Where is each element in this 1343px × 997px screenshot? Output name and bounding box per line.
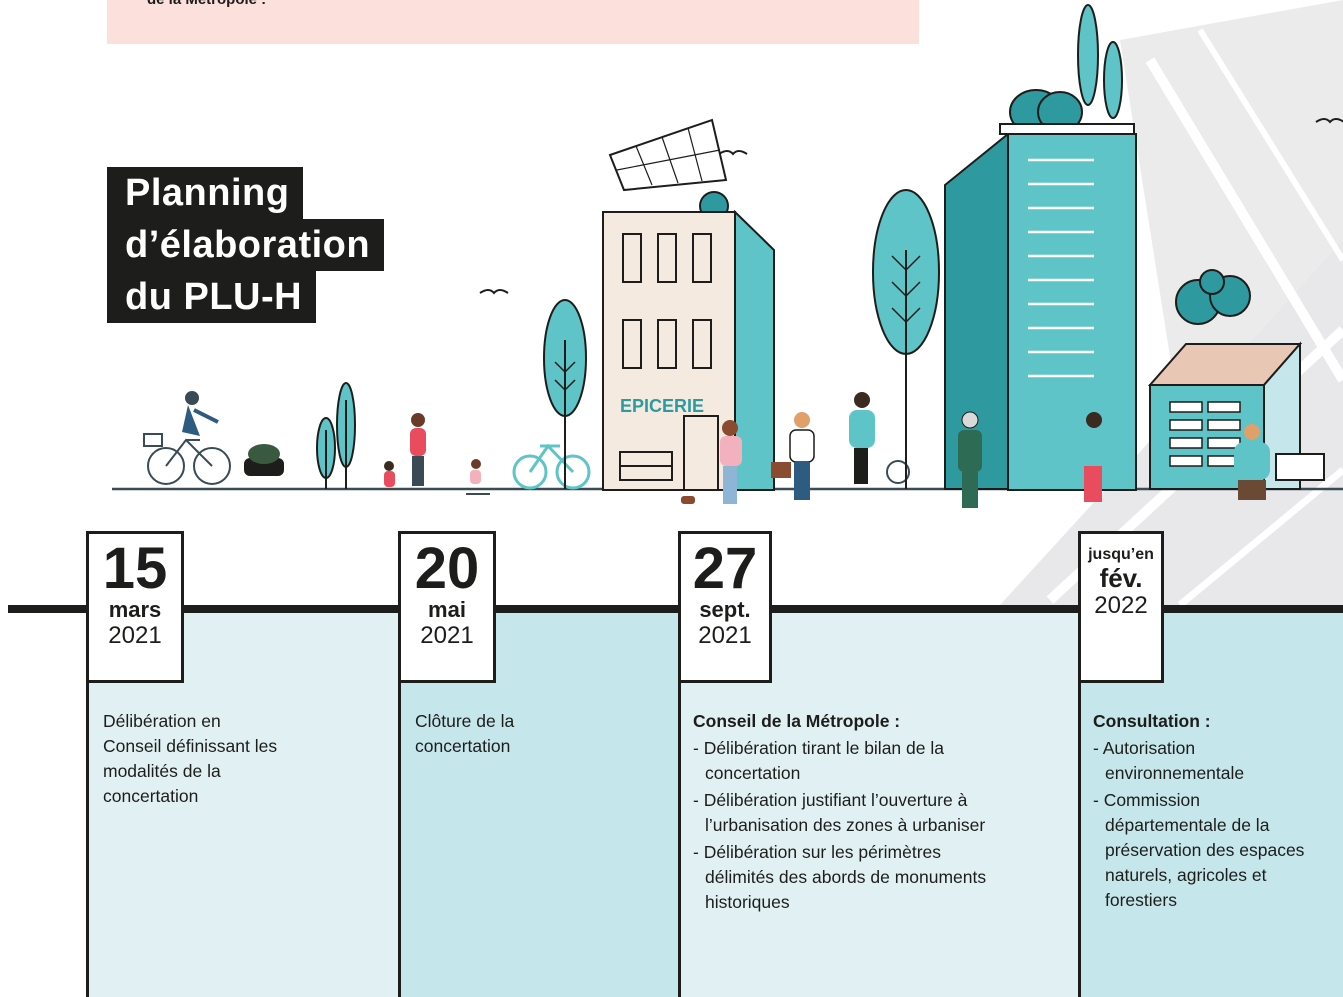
bird-icon — [718, 150, 748, 156]
date-box-3: 27 sept. 2021 — [678, 531, 772, 683]
event-bullet: - Commission départementale de la préser… — [1093, 790, 1305, 910]
event-heading: Conseil de la Métropole : — [693, 711, 901, 731]
cyclist-icon — [143, 391, 284, 485]
page-title-line-1: Planning — [107, 167, 304, 219]
event-heading: Consultation : — [1093, 711, 1211, 731]
intro-text: de la Métropole : — [147, 0, 266, 8]
city-illustration: EPICERIE — [112, 0, 1343, 605]
date-year: 2021 — [108, 622, 162, 649]
event-description-3: Conseil de la Métropole : - Délibération… — [693, 709, 993, 915]
grocery-building: EPICERIE — [602, 118, 775, 491]
date-year: 2021 — [420, 622, 474, 649]
tree-icon — [316, 382, 356, 489]
date-box-4: jusqu’en fév. 2022 — [1078, 531, 1164, 683]
event-description-2: Clôture de la concertation — [415, 711, 515, 756]
event-bullet: - Délibération sur les périmètres délimi… — [693, 842, 987, 912]
tree-icon — [543, 299, 587, 489]
event-bullet: - Délibération justifiant l’ouverture à … — [693, 790, 986, 835]
event-bullet: - Autorisation environnementale — [1093, 738, 1245, 783]
bicycle-icon — [512, 443, 591, 490]
page-title-line-2: d’élaboration — [107, 219, 385, 271]
date-month: fév. — [1099, 563, 1143, 593]
pedestrians-icon — [958, 411, 1106, 508]
date-day: 27 — [692, 536, 758, 601]
event-description-1: Délibération en Conseil définissant les … — [103, 711, 278, 806]
date-year: 2021 — [698, 622, 752, 649]
date-day: 20 — [414, 536, 480, 601]
event-bullet: - Délibération tirant le bilan de la con… — [693, 738, 944, 783]
tower-building — [944, 4, 1137, 491]
pedestrians-icon — [681, 392, 910, 504]
event-description-4: Consultation : - Autorisation environnem… — [1093, 709, 1308, 913]
bird-icon — [1315, 118, 1343, 124]
timeline-bar — [8, 605, 1343, 613]
date-month: sept. — [699, 597, 751, 622]
date-prefix: jusqu’en — [1088, 546, 1154, 563]
page-title-line-3: du PLU-H — [107, 271, 317, 323]
bird-icon — [479, 289, 509, 295]
pedestrians-icon — [384, 413, 490, 495]
shop-sign: EPICERIE — [620, 396, 704, 416]
date-box-1: 15 mars 2021 — [86, 531, 184, 683]
date-month: mai — [428, 597, 466, 622]
date-month: mars — [108, 597, 162, 622]
house-building — [1147, 269, 1325, 500]
date-day: 15 — [102, 536, 168, 601]
tree-icon — [872, 189, 940, 489]
intro-box: de la Métropole : — [107, 0, 919, 44]
date-box-2: 20 mai 2021 — [398, 531, 496, 683]
date-year: 2022 — [1094, 592, 1148, 619]
